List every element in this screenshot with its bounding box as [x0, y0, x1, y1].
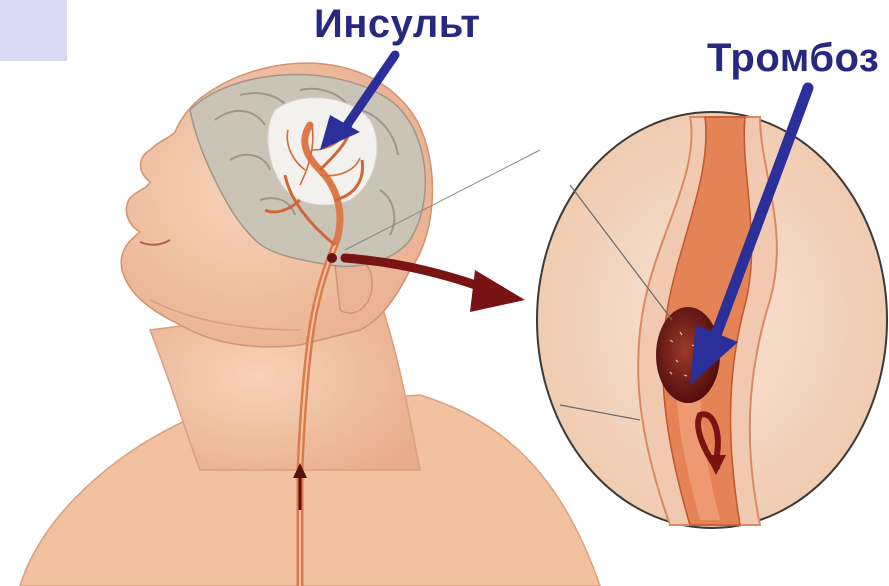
inset-icon — [537, 112, 887, 528]
thrombosis-label: Тромбоз — [707, 36, 879, 81]
stroke-label: Инсульт — [314, 2, 480, 47]
